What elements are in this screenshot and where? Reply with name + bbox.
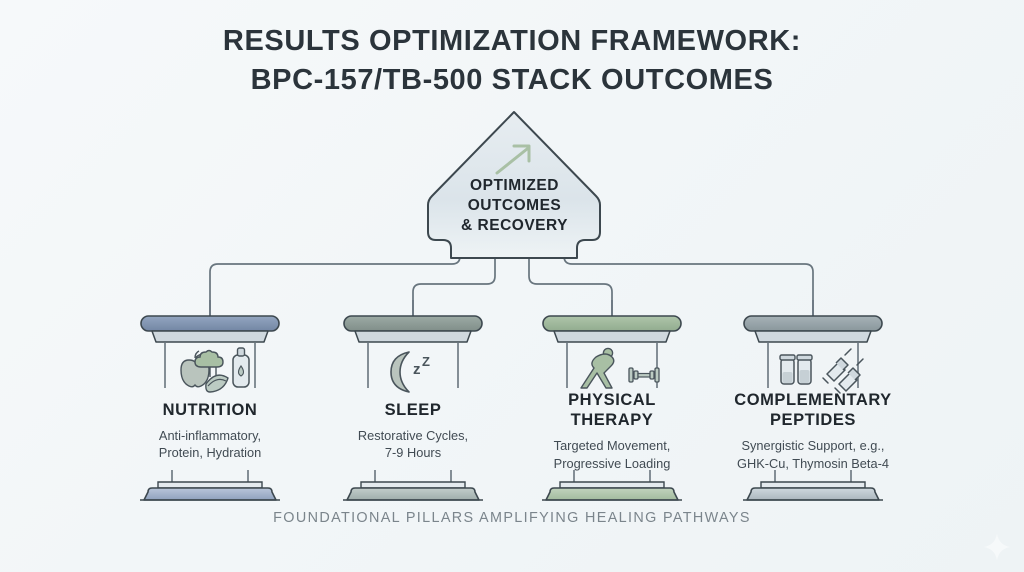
crescent-moon-icon: [390, 351, 410, 393]
svg-text:z: z: [413, 361, 421, 378]
syringe-icon: [834, 358, 864, 394]
pillar-title: SLEEP: [384, 401, 442, 419]
zzz-icon: z Z: [413, 354, 430, 378]
pillar-description: Anti-inflammatory, Protein, Hydration: [158, 428, 262, 461]
pillar-complementary-peptides-graphic: [743, 300, 883, 501]
connector-nutrition: [209, 249, 461, 321]
rising-arrow-icon: [495, 144, 531, 175]
pillar-title: PHYSICAL THERAPY: [568, 391, 656, 430]
title-line-1: RESULTS OPTIMIZATION FRAMEWORK:: [222, 25, 802, 57]
pillar-sleep[interactable]: SLEEP Restorative Cycles, 7-9 Hours: [313, 400, 513, 462]
pillar-physical-therapy-graphic: [542, 300, 682, 501]
pillar-complementary-peptides[interactable]: COMPLEMENTARY PEPTIDES Synergistic Suppo…: [711, 390, 915, 472]
optimized-outcomes-arrow-shape: [427, 111, 601, 259]
watermelon-slice-icon: [205, 374, 229, 393]
vial-icon: [796, 354, 813, 385]
connector-peptides: [563, 249, 814, 321]
pillar-nutrition[interactable]: NUTRITION Anti-inflammatory, Protein, Hy…: [110, 400, 310, 462]
pillar-nutrition-graphic: [140, 300, 280, 501]
pillar-title: NUTRITION: [162, 401, 258, 419]
broccoli-icon: [194, 349, 224, 377]
pillar-description: Synergistic Support, e.g., GHK-Cu, Thymo…: [737, 438, 889, 471]
dumbbell-icon: [628, 367, 660, 383]
pillar-description: Restorative Cycles, 7-9 Hours: [357, 428, 469, 461]
vial-icon: [779, 354, 796, 385]
pillar-sleep-graphic: z Z: [343, 300, 483, 501]
connector-lines: [209, 249, 814, 321]
svg-text:Z: Z: [422, 354, 430, 369]
stretching-person-icon: [580, 347, 615, 389]
syringe-icon: [822, 348, 852, 384]
footer-caption: FOUNDATIONAL PILLARS AMPLIFYING HEALING …: [273, 510, 751, 526]
water-bottle-icon: [232, 347, 250, 388]
page-title: RESULTS OPTIMIZATION FRAMEWORK: BPC-157/…: [0, 22, 1024, 99]
pillar-title: COMPLEMENTARY PEPTIDES: [734, 391, 892, 430]
connector-physical-therapy: [528, 249, 613, 321]
pillar-description: Targeted Movement, Progressive Loading: [553, 438, 671, 471]
title-line-2: BPC-157/TB-500 STACK OUTCOMES: [250, 63, 774, 96]
connector-sleep: [412, 249, 496, 321]
pillar-physical-therapy[interactable]: PHYSICAL THERAPY Targeted Movement, Prog…: [512, 390, 712, 472]
